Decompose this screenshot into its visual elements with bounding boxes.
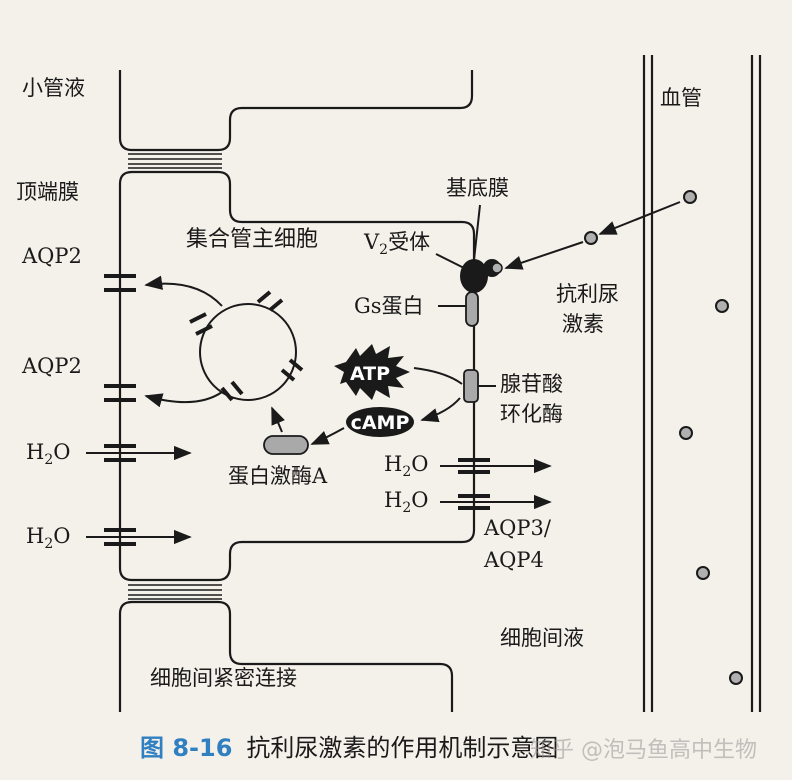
water-arrows xyxy=(86,445,552,545)
adh-label-2: 激素 xyxy=(562,312,604,336)
adenylate-cyclase-label-1: 腺苷酸 xyxy=(500,372,563,396)
blood-vessel-label: 血管 xyxy=(660,86,702,110)
adh-label-1: 抗利尿 xyxy=(556,282,619,306)
aqp2-lower-label: AQP2 xyxy=(22,354,82,378)
h2o-right-1-label: H2O xyxy=(384,452,429,481)
protein-kinase-a-shape xyxy=(263,435,309,455)
antidiuretic-hormone-diagram: ATP cAMP xyxy=(86,55,762,712)
atp-label: ATP xyxy=(350,363,390,385)
aqp3-4-label-2: AQP4 xyxy=(484,548,544,572)
h2o-left-2-label: H2O xyxy=(26,524,71,553)
gs-protein-label: Gs蛋白 xyxy=(354,294,424,318)
protein-kinase-a-label: 蛋白激酶A xyxy=(228,464,328,488)
atp-shape xyxy=(334,344,410,400)
caption-number: 图 8-16 xyxy=(140,734,233,762)
watermark: 知乎 @泡马鱼高中生物 xyxy=(530,738,757,763)
tight-junction-label: 细胞间紧密连接 xyxy=(150,666,297,690)
hormone-arrows xyxy=(504,201,681,270)
apical-aqp-channels xyxy=(104,274,136,546)
caption-title: 抗利尿激素的作用机制示意图 xyxy=(246,734,559,762)
reaction-arrows xyxy=(310,367,463,445)
aqp3-4-label-1: AQP3/ xyxy=(484,516,551,540)
tubular-fluid-label: 小管液 xyxy=(22,76,85,100)
blood-vessel-walls xyxy=(642,55,762,712)
adenylate-cyclase-shape xyxy=(463,369,479,403)
basal-membrane-label: 基底膜 xyxy=(446,176,509,200)
vesicle-cycle xyxy=(189,290,304,402)
interstitial-fluid-label: 细胞间液 xyxy=(500,626,584,650)
hormone-molecules xyxy=(584,190,743,685)
camp-label: cAMP xyxy=(351,412,410,434)
camp-shape xyxy=(346,407,414,437)
insertion-arrows xyxy=(144,275,285,433)
cell-outlines xyxy=(118,70,476,712)
v2-receptor-label: V2受体 xyxy=(364,230,431,259)
gs-protein-shape xyxy=(465,291,479,327)
h2o-left-1-label: H2O xyxy=(26,440,71,469)
v2-receptor xyxy=(460,204,503,293)
apical-membrane-label: 顶端膜 xyxy=(16,180,79,204)
basal-aqp-channels xyxy=(458,458,490,510)
aqp2-upper-label: AQP2 xyxy=(22,244,82,268)
cell-name-label: 集合管主细胞 xyxy=(186,227,319,252)
tight-junctions xyxy=(128,153,222,600)
h2o-right-2-label: H2O xyxy=(384,488,429,517)
figure-caption: 图 8-16 抗利尿激素的作用机制示意图 xyxy=(140,730,558,766)
adenylate-cyclase-label-2: 环化酶 xyxy=(500,402,563,426)
v2-pointer xyxy=(435,253,465,269)
